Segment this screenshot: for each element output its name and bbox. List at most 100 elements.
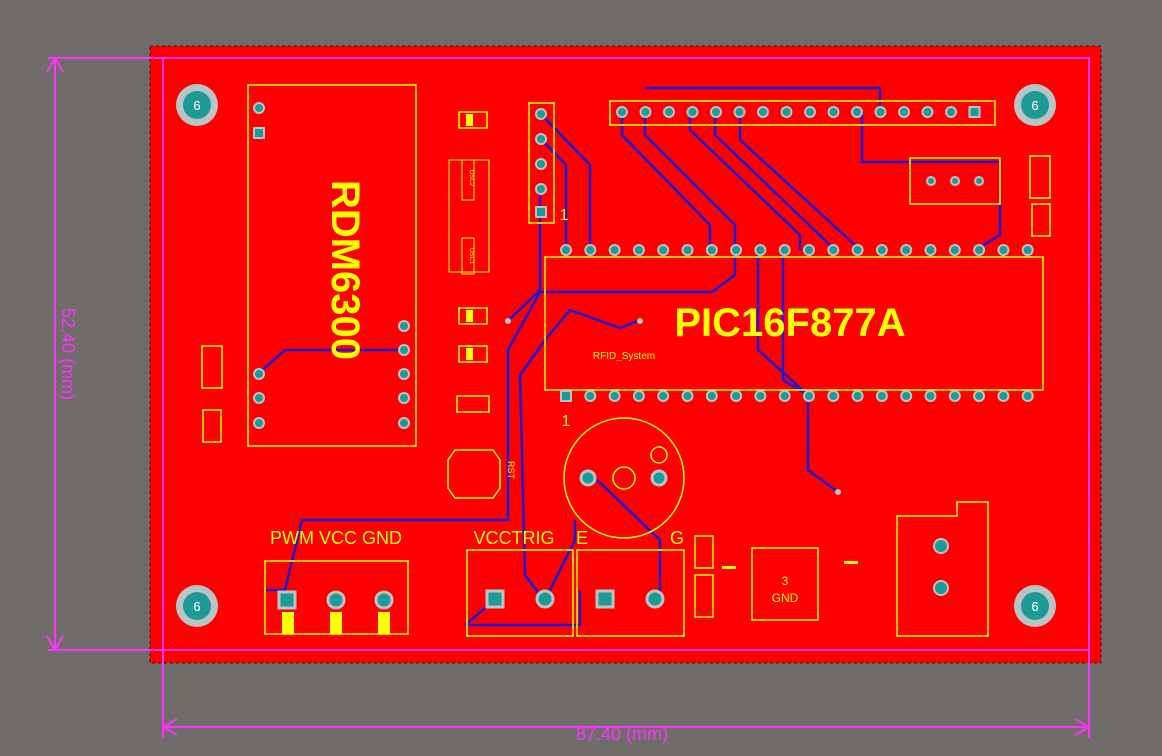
lcd-pad [874, 106, 887, 118]
lcd-pad [968, 106, 981, 118]
lcd-header[interactable] [609, 100, 996, 126]
buzzer[interactable] [563, 417, 685, 539]
mcu-pad [851, 390, 864, 402]
mcu-pad [827, 244, 840, 256]
hole-label: 6 [1031, 98, 1038, 113]
mcu-pad [973, 244, 986, 256]
mcu-pin-one: 1 [562, 413, 571, 430]
hole-label: 6 [1031, 599, 1038, 614]
lcd-pad [663, 106, 675, 118]
power-connector-label: PWM VCC GND [270, 528, 402, 548]
mcu-pad [924, 244, 937, 256]
mcu-pad [632, 244, 645, 256]
mcu-pad [1021, 390, 1034, 402]
osc2-label: OSC2 [468, 170, 474, 187]
mcu-pad [608, 244, 621, 256]
mcu-pad [730, 390, 743, 402]
mount-hole-bottom-left: 6 [176, 585, 218, 627]
regulator-area[interactable]: 3 GND [694, 535, 858, 621]
lcd-pad [733, 106, 746, 118]
pic-mcu[interactable]: PIC16F877A RFID_System 1 [505, 244, 1044, 495]
lcd-pad [639, 106, 652, 118]
dc-jack[interactable] [896, 501, 989, 637]
smd-right-top[interactable] [1029, 155, 1051, 237]
mcu-pad [754, 244, 767, 256]
hole-label: 6 [193, 599, 200, 614]
mcu-pad [875, 390, 888, 402]
mcu-pad [1021, 244, 1034, 256]
mcu-pad [754, 390, 767, 402]
mcu-pad [705, 244, 718, 256]
lcd-pad [616, 106, 628, 118]
mcu-pad [681, 390, 694, 402]
reset-label: RST [506, 461, 516, 480]
lcd-pad [780, 106, 793, 118]
power-connector[interactable]: PWM VCC GND [264, 528, 409, 635]
mcu-pad [827, 390, 840, 402]
mcu-pad [900, 390, 913, 402]
keepout-outline [162, 57, 1090, 651]
lcd-pad [686, 106, 699, 118]
sensor-label-a: VCCTRIG [474, 528, 555, 548]
mcu-pad [657, 244, 670, 256]
mcu-pad [608, 390, 621, 402]
mcu-pad [851, 244, 864, 256]
mcu-pad [778, 390, 791, 402]
mcu-pad [560, 244, 572, 256]
mounting-holes: 6 6 6 6 [176, 84, 1056, 627]
mcu-pad [997, 390, 1010, 402]
copper-tracks [257, 86, 1002, 627]
mcu-pad [803, 390, 815, 402]
lcd-pad [945, 106, 957, 118]
ultrasonic-connector[interactable]: VCCTRIG E G [466, 528, 685, 637]
net-label: RFID_System [593, 351, 655, 362]
mcu-pad [560, 390, 572, 402]
lcd-pad [757, 106, 769, 118]
mcu-label: PIC16F877A [674, 301, 905, 345]
dimension-height [46, 55, 165, 653]
lcd-pad [804, 106, 816, 118]
smd-resistors-left[interactable] [201, 345, 223, 443]
mcu-pad [730, 244, 743, 256]
dimension-width-label: 87.40 (mm) [576, 724, 668, 744]
mcu-pad [657, 390, 670, 402]
mcu-pad [973, 390, 986, 402]
icsp-header[interactable]: 1 [528, 102, 569, 224]
mcu-pad [681, 244, 694, 256]
mcu-pad [778, 244, 791, 256]
sensor-label-b: E [576, 528, 588, 548]
mcu-pad [705, 390, 718, 402]
rdm6300-module[interactable]: RDM6300 [247, 84, 417, 447]
mcu-pad [948, 390, 961, 402]
contrast-pot[interactable] [909, 157, 1001, 205]
reg-pin-label: 3 [782, 574, 789, 588]
mcu-pad [875, 244, 888, 256]
board-outline [149, 45, 1102, 664]
lcd-pad [851, 106, 863, 118]
lcd-pad [921, 106, 934, 118]
lcd-pad [898, 106, 910, 118]
dimension-width [160, 650, 1092, 738]
mcu-pad [632, 390, 645, 402]
mount-hole-top-right: 6 [1014, 84, 1056, 126]
rdm6300-label: RDM6300 [323, 180, 367, 360]
mcu-pad [803, 244, 815, 256]
mcu-pad [997, 244, 1010, 256]
osc1-label: OSC1 [468, 248, 474, 265]
lcd-pad [827, 106, 840, 118]
mount-hole-top-left: 6 [176, 84, 218, 126]
mcu-pad [584, 390, 597, 402]
mcu-pad [924, 390, 937, 402]
reset-button[interactable]: RST [447, 449, 516, 499]
mount-hole-bottom-right: 6 [1014, 585, 1056, 627]
oscillator-area[interactable]: OSC2 OSC1 [448, 111, 490, 413]
reg-gnd-label: GND [772, 591, 799, 605]
hole-label: 6 [193, 98, 200, 113]
mcu-pad [948, 244, 961, 256]
dimension-height-label: 52.40 (mm) [58, 308, 78, 400]
lcd-pad [710, 106, 722, 118]
mcu-pad [584, 244, 597, 256]
mcu-pad [900, 244, 913, 256]
